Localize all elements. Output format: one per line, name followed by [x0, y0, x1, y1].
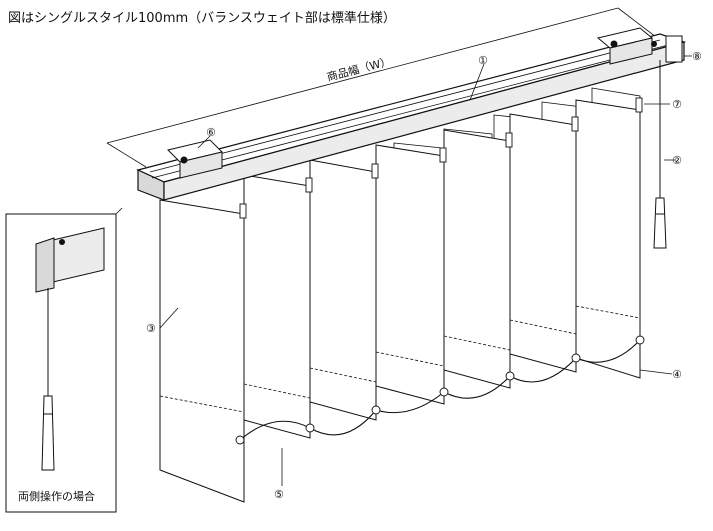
brackets [167, 27, 654, 179]
callout-5: ⑤ [274, 488, 284, 501]
end-cap [665, 35, 683, 63]
callout-8: ⑧ [692, 50, 702, 63]
inset-caption: 両側操作の場合 [18, 489, 95, 503]
callout-6: ⑥ [206, 126, 216, 139]
operating-wand [653, 60, 667, 249]
chain-clips [235, 335, 645, 445]
vane-1 [159, 199, 245, 503]
callout-7: ⑦ [672, 98, 682, 111]
callout-1: ① [478, 54, 488, 67]
diagram-caption: 図はシングルスタイル100mm（バランスウェイト部は標準仕様） [8, 10, 396, 26]
callout-3: ③ [146, 322, 156, 335]
callout-2: ② [672, 154, 682, 167]
vanes-front [159, 99, 641, 503]
vane-3 [309, 159, 377, 421]
vane-7 [575, 99, 641, 379]
inset-double-operation [5, 207, 123, 513]
vane-hangers [239, 97, 643, 219]
width-label: 商品幅（W） [325, 54, 392, 84]
vane-5 [443, 129, 511, 389]
vane-6 [509, 113, 577, 373]
endcap-screw [651, 41, 657, 47]
width-dimension [106, 7, 661, 168]
vane-4 [375, 144, 445, 405]
headrail [136, 33, 687, 201]
vane-2 [243, 174, 311, 439]
callout-4: ④ [672, 368, 682, 381]
bottom-weight-dashes [159, 305, 641, 413]
callout-leaders [159, 55, 692, 486]
